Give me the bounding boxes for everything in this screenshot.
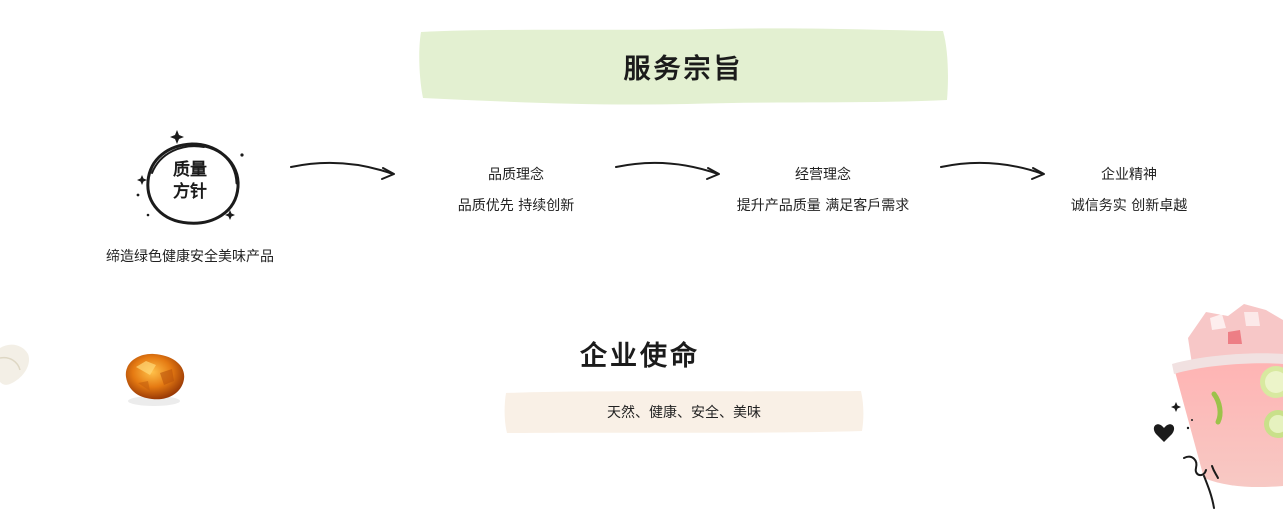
- arrow-right-icon: [615, 161, 720, 180]
- fruit-drink-cup-icon: [1148, 298, 1283, 512]
- brush-banner-shape: [504, 391, 864, 433]
- mission-banner: 天然、健康、安全、美味: [503, 389, 865, 435]
- concept-quality: 品质理念 品质优先 持续创新: [386, 164, 646, 217]
- arrow-right-icon: [290, 161, 395, 180]
- mission-text: 天然、健康、安全、美味: [607, 405, 761, 421]
- badge-line-2: 方针: [173, 182, 207, 202]
- arrow-right-icon: [940, 161, 1045, 180]
- scribble-circle-icon: [136, 130, 244, 225]
- mission-title: 企业使命: [580, 341, 700, 372]
- concept-title: 经营理念: [795, 167, 851, 183]
- service-title: 服务宗旨: [623, 53, 744, 85]
- quality-policy-badge: 质量 方针: [130, 125, 250, 235]
- arrow-3: [939, 160, 1049, 182]
- concept-spirit: 企业精神 诚信务实 创新卓越: [999, 164, 1259, 217]
- arrow-2: [614, 160, 724, 182]
- candy-icon: [116, 349, 190, 407]
- concept-desc: 诚信务实 创新卓越: [1070, 198, 1188, 214]
- concept-title: 企业精神: [1101, 167, 1157, 183]
- badge-line-1: 质量: [173, 160, 207, 180]
- badge-label: 质量 方针: [130, 159, 250, 203]
- arrow-1: [289, 160, 399, 182]
- concept-title: 品质理念: [488, 167, 544, 183]
- badge-caption: 缔造绿色健康安全美味产品: [106, 249, 274, 265]
- concept-desc: 提升产品质量 满足客戶需求: [736, 198, 910, 214]
- concept-desc: 品质优先 持续创新: [457, 198, 575, 214]
- brush-banner-shape: [419, 28, 948, 105]
- flower-petal-icon: [0, 338, 34, 398]
- concept-business: 经营理念 提升产品质量 满足客戶需求: [693, 164, 953, 217]
- service-title-banner: 服务宗旨: [417, 26, 950, 106]
